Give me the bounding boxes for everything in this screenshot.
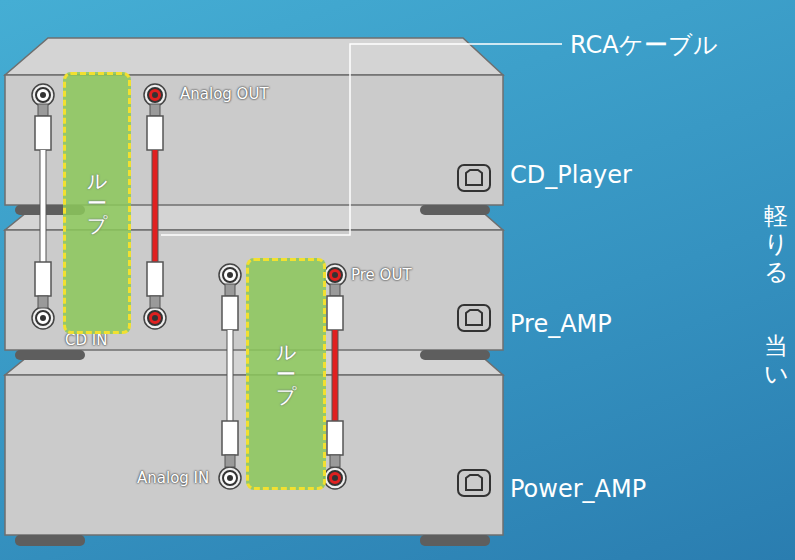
- cut-off-note: い: [764, 358, 789, 390]
- cut-off-note: る: [764, 256, 789, 288]
- port-label: Analog IN: [137, 469, 209, 487]
- leader-line: [161, 44, 562, 235]
- port-label: Analog OUT: [180, 85, 269, 103]
- loop-region: ループ: [246, 258, 326, 490]
- device-name: Power_AMP: [510, 475, 646, 503]
- loop-label: ループ: [276, 341, 296, 407]
- device-name: Pre_AMP: [510, 310, 612, 338]
- cut-off-note: 当: [764, 330, 788, 362]
- rca-cable: [327, 284, 343, 467]
- cut-off-note: り: [764, 228, 789, 260]
- rca-cable: [35, 104, 51, 308]
- cut-off-note: 軽: [764, 200, 788, 232]
- cable-label: RCAケーブル: [570, 29, 718, 61]
- loop-region: ループ: [63, 72, 131, 334]
- port-label: Pre OUT: [351, 266, 412, 284]
- loop-label: ループ: [87, 170, 107, 236]
- rca-cable: [147, 104, 163, 308]
- rca-cable: [222, 284, 238, 467]
- device-name: CD_Player: [510, 161, 632, 189]
